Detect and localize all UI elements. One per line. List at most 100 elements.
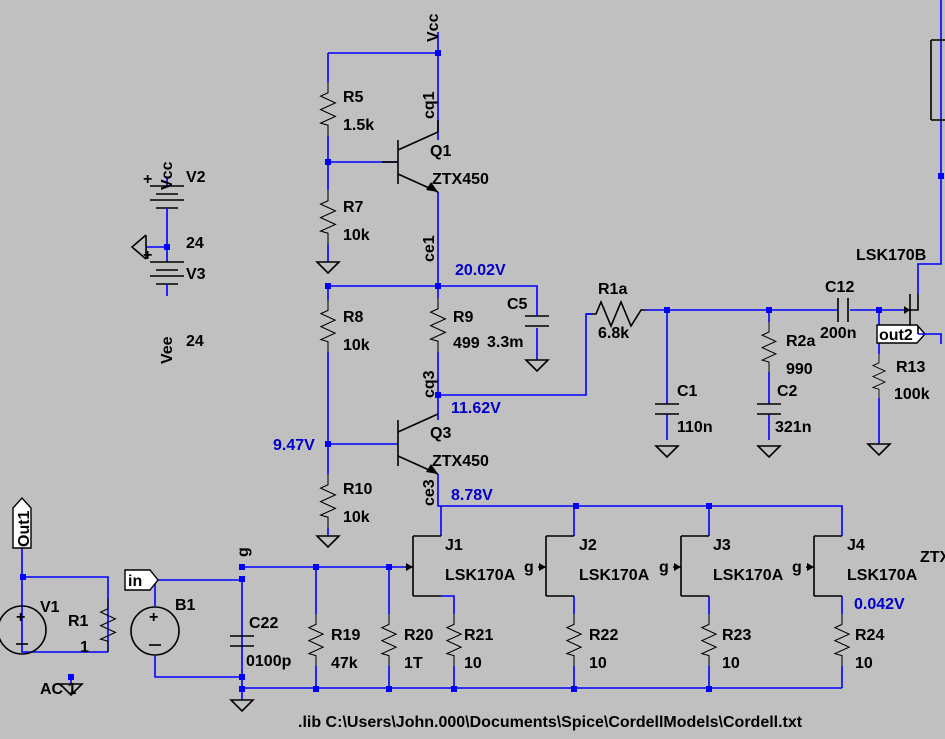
- jfet-j1[interactable]: [405, 535, 441, 597]
- c12-name: C12: [825, 279, 854, 296]
- capacitor-c12[interactable]: [837, 298, 849, 322]
- j2-model: LSK170A: [579, 567, 650, 584]
- transistor-q1[interactable]: Q1 ZTX450: [382, 120, 489, 193]
- plus-sign: +: [16, 609, 25, 626]
- j4-model: LSK170A: [847, 567, 918, 584]
- c22-name: C22: [249, 615, 278, 632]
- v3-value: 24: [186, 333, 204, 350]
- v1-value: AC 1: [40, 681, 77, 698]
- r9-name: R9: [453, 309, 474, 326]
- j3-name: J3: [713, 537, 731, 554]
- resistor-r13[interactable]: [872, 353, 886, 399]
- r1a-value: 6.8k: [598, 325, 629, 342]
- c2-value: 321n: [775, 419, 811, 436]
- jfet-j4[interactable]: [806, 535, 842, 597]
- r13-value: 100k: [894, 386, 930, 403]
- c1-value: 110n: [677, 419, 713, 436]
- resistor-r1a[interactable]: [591, 299, 645, 329]
- filter-network: [586, 309, 910, 444]
- r5-value: 1.5k: [343, 117, 374, 134]
- resistor-r24[interactable]: [834, 613, 850, 667]
- c22-value: 0100p: [246, 653, 292, 670]
- net-flag-in[interactable]: in: [124, 569, 159, 591]
- capacitor-c2[interactable]: [757, 403, 781, 415]
- r2a-value: 990: [786, 361, 813, 378]
- spice-lib-directive[interactable]: .lib C:\Users\John.000\Documents\Spice\C…: [298, 714, 803, 731]
- ground-icon: [230, 699, 254, 712]
- b1-name: B1: [175, 597, 196, 614]
- j4-name: J4: [847, 537, 865, 554]
- r13-name: R13: [896, 359, 925, 376]
- r24-name: R24: [855, 627, 884, 644]
- resistor-r7[interactable]: [319, 189, 337, 245]
- net-label-out2: out2: [879, 327, 913, 344]
- jfet-j3[interactable]: [673, 535, 709, 597]
- net-label-ce1: ce1: [421, 235, 438, 262]
- resistor-r5[interactable]: [319, 81, 337, 137]
- net-label-in: in: [128, 573, 142, 590]
- c1-name: C1: [677, 383, 698, 400]
- r22-name: R22: [589, 627, 618, 644]
- ground-icon: [316, 261, 340, 274]
- q1-model: ZTX450: [432, 171, 489, 188]
- r22-value: 10: [589, 655, 607, 672]
- q3-model: ZTX450: [432, 453, 489, 470]
- q1-name: Q1: [430, 143, 451, 160]
- voltage-source-v1[interactable]: +: [0, 605, 47, 655]
- ground-icon: [316, 535, 340, 548]
- plus-sign-v2: +: [143, 171, 152, 188]
- behavioral-source-b1[interactable]: +: [130, 606, 180, 656]
- r8-name: R8: [343, 309, 364, 326]
- j1-model: LSK170A: [445, 567, 516, 584]
- plus-sign: +: [149, 609, 158, 626]
- capacitor-c22[interactable]: [230, 635, 254, 647]
- net-label-cq1: cq1: [421, 91, 438, 119]
- r8-value: 10k: [343, 337, 370, 354]
- net-flag-out2[interactable]: out2: [876, 324, 926, 344]
- resistor-r9[interactable]: [429, 297, 447, 353]
- j2-gate-label: g: [524, 559, 534, 576]
- r1a-name: R1a: [598, 281, 627, 298]
- r23-value: 10: [722, 655, 740, 672]
- lsk170b-model: LSK170B: [856, 247, 926, 264]
- r9-value: 499: [453, 335, 480, 352]
- r19-value: 47k: [331, 655, 358, 672]
- resistor-r20[interactable]: [381, 613, 397, 667]
- resistor-r2a[interactable]: [761, 321, 777, 373]
- jfet-lsk170b[interactable]: [904, 0, 945, 344]
- jfet-j2[interactable]: [538, 535, 574, 597]
- net-label-vee: Vee: [159, 336, 176, 364]
- voltage-cq3: 11.62V: [451, 400, 501, 417]
- ground-icon: [525, 359, 549, 372]
- v3-name: V3: [186, 266, 206, 283]
- v1-name: V1: [40, 599, 60, 616]
- resistor-r21[interactable]: [446, 613, 462, 667]
- net-flag-out1[interactable]: Out1: [12, 496, 33, 549]
- resistor-r22[interactable]: [566, 613, 582, 667]
- j4-gate-label: g: [792, 559, 802, 576]
- resistor-r23[interactable]: [701, 613, 717, 667]
- r7-value: 10k: [343, 227, 370, 244]
- voltage-ce1: 20.02V: [455, 262, 506, 279]
- ztx-label-clipped: ZTX: [920, 549, 945, 566]
- transistor-q3[interactable]: Q3 ZTX450: [397, 413, 489, 475]
- resistor-r10[interactable]: [319, 473, 337, 529]
- c2-name: C2: [777, 383, 798, 400]
- r7-name: R7: [343, 199, 364, 216]
- r23-name: R23: [722, 627, 751, 644]
- j1-name: J1: [445, 537, 463, 554]
- supply-batteries[interactable]: + +: [130, 171, 184, 296]
- r20-value: 1T: [404, 655, 423, 672]
- resistor-r19[interactable]: [308, 613, 324, 667]
- capacitor-c5[interactable]: [525, 306, 549, 327]
- capacitor-c1[interactable]: [655, 403, 679, 415]
- resistor-r8[interactable]: [320, 299, 336, 353]
- r2a-name: R2a: [786, 333, 815, 350]
- j3-model: LSK170A: [713, 567, 784, 584]
- net-label-ce3: ce3: [421, 479, 438, 506]
- net-label-out1: Out1: [16, 510, 33, 547]
- voltage-ce3: 8.78V: [451, 487, 493, 504]
- r24-value: 10: [855, 655, 873, 672]
- net-label-g: g: [235, 547, 252, 557]
